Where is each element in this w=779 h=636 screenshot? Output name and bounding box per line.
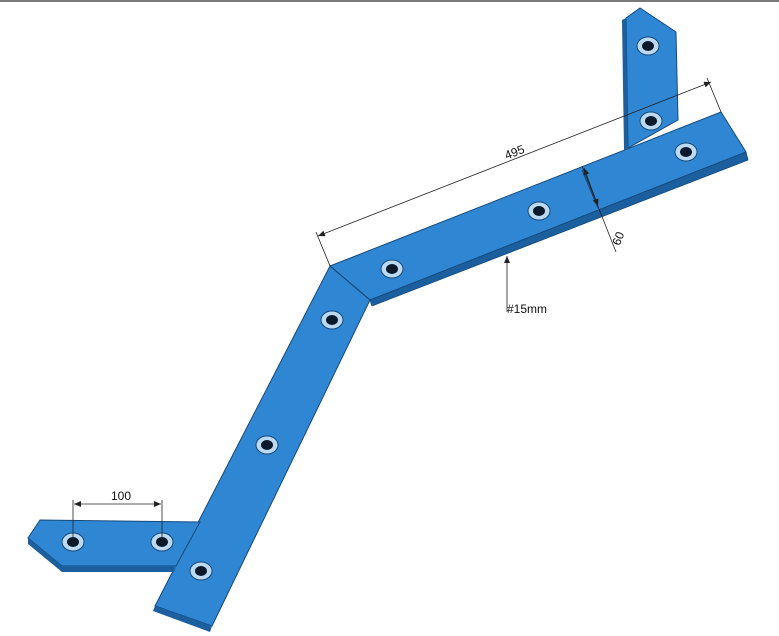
lower-left-tab [27, 519, 201, 572]
hole [380, 259, 404, 279]
dimension-hole-spacing: 100 [72, 489, 163, 542]
hole [320, 310, 344, 330]
dimension-label-100: 100 [111, 489, 131, 503]
thickness-note: #15mm [507, 302, 547, 316]
hole [255, 435, 279, 455]
dimension-label-495: 495 [503, 142, 527, 162]
hole [527, 201, 551, 221]
dimension-bar-width: 60 [581, 165, 627, 253]
hole [636, 36, 660, 56]
window-top-border [0, 0, 779, 2]
hole [674, 142, 698, 162]
hole [189, 561, 213, 581]
mounting-holes [61, 36, 698, 581]
dimension-label-60: 60 [609, 229, 627, 247]
dimension-long-arm: 495 [315, 77, 722, 267]
hole [639, 111, 663, 131]
thickness-leader: #15mm [504, 256, 547, 316]
